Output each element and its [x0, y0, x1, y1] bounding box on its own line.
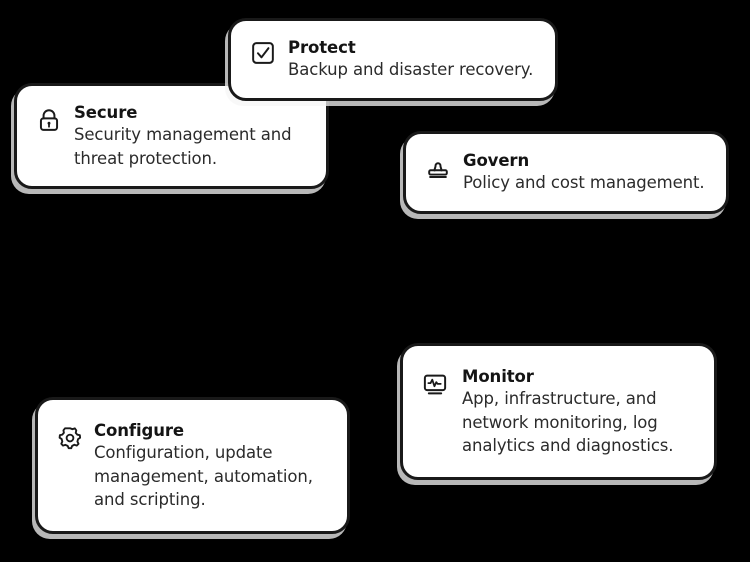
card-monitor[interactable]: Monitor App, infrastructure, and network…: [400, 343, 717, 481]
card-protect[interactable]: Protect Backup and disaster recovery.: [228, 18, 558, 101]
card-protect-text: Protect Backup and disaster recovery.: [288, 37, 539, 82]
card-protect-title: Protect: [288, 38, 356, 57]
card-secure-title: Secure: [74, 103, 138, 122]
card-govern[interactable]: Govern Policy and cost management.: [403, 131, 729, 214]
card-secure-text: Secure Security management and threat pr…: [74, 102, 312, 170]
card-govern-text: Govern Policy and cost management.: [463, 150, 712, 195]
monitor-pulse-icon: [420, 369, 450, 399]
gear-icon: [55, 423, 85, 453]
card-govern-description: Policy and cost management.: [463, 173, 705, 193]
stamp-icon: [423, 153, 453, 183]
lock-icon: [34, 105, 64, 135]
card-protect-description: Backup and disaster recovery.: [288, 60, 534, 80]
card-govern-title: Govern: [463, 151, 530, 170]
card-configure-title: Configure: [94, 421, 185, 440]
card-configure-text: Configure Configuration, update manageme…: [94, 420, 333, 511]
card-monitor-title: Monitor: [462, 367, 534, 386]
checkbox-checked-icon: [248, 38, 278, 68]
card-secure-description: Security management and threat protectio…: [74, 125, 292, 168]
card-configure-description: Configuration, update management, automa…: [94, 443, 313, 509]
card-monitor-text: Monitor App, infrastructure, and network…: [462, 366, 700, 457]
card-secure[interactable]: Secure Security management and threat pr…: [14, 83, 329, 189]
card-configure[interactable]: Configure Configuration, update manageme…: [35, 397, 350, 535]
card-monitor-description: App, infrastructure, and network monitor…: [462, 389, 674, 455]
